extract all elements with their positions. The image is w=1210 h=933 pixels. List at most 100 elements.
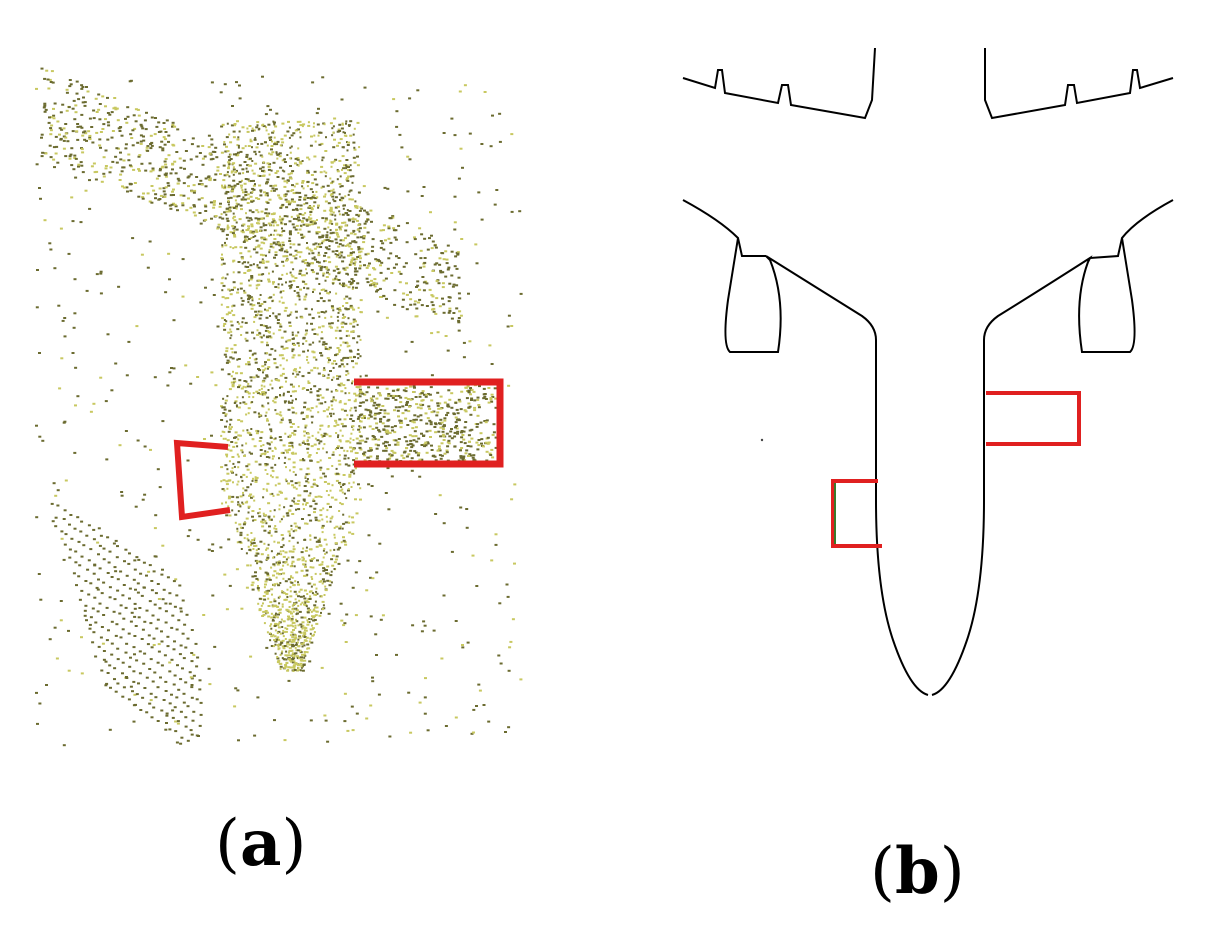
cloud-point — [393, 431, 397, 434]
cloud-point — [279, 665, 283, 668]
cloud-point — [272, 563, 276, 566]
cloud-point — [182, 701, 186, 704]
cloud-point — [261, 518, 265, 521]
cloud-point — [343, 492, 346, 495]
cloud-point — [466, 385, 470, 388]
cloud-point — [475, 441, 479, 444]
cloud-point — [173, 640, 176, 643]
cloud-point — [305, 272, 308, 275]
cloud-point — [308, 252, 311, 255]
cloud-point — [351, 425, 355, 428]
cloud-point — [287, 556, 290, 559]
cloud-point — [304, 475, 307, 478]
cloud-point — [369, 209, 373, 212]
cloud-point — [165, 119, 169, 122]
cloud-point — [324, 316, 327, 319]
cloud-point — [344, 237, 347, 240]
cloud-point — [298, 385, 300, 388]
cloud-point — [361, 401, 365, 404]
cloud-point — [142, 139, 146, 142]
cloud-point — [395, 255, 398, 258]
cloud-point — [354, 268, 357, 271]
cloud-point — [127, 562, 131, 565]
cloud-point — [340, 185, 344, 188]
cloud-point — [204, 185, 208, 188]
cloud-point — [510, 210, 514, 213]
cloud-point — [430, 247, 434, 250]
cloud-point — [345, 613, 349, 616]
cloud-point — [257, 128, 260, 131]
cloud-point — [83, 104, 87, 107]
cloud-point — [234, 225, 237, 228]
cloud-point — [466, 445, 470, 447]
cloud-point — [286, 596, 289, 598]
cloud-point — [220, 480, 223, 483]
cloud-point — [281, 590, 284, 593]
cloud-point — [389, 217, 393, 220]
cloud-point — [352, 286, 355, 289]
cloud-point — [174, 205, 178, 208]
cloud-point — [327, 494, 330, 497]
cloud-point — [257, 222, 261, 225]
cloud-point — [76, 138, 80, 141]
cloud-point — [326, 579, 330, 582]
cloud-point — [454, 421, 458, 424]
cloud-point — [307, 361, 310, 364]
cloud-point — [266, 573, 269, 576]
cloud-point — [396, 409, 400, 412]
cloud-point — [353, 148, 357, 151]
cloud-point — [295, 642, 298, 644]
cloud-point — [352, 428, 355, 431]
cloud-point — [342, 313, 345, 316]
cloud-point — [441, 433, 445, 436]
cloud-point — [351, 220, 355, 223]
cloud-point — [129, 133, 133, 136]
cloud-point — [221, 430, 224, 433]
cloud-point — [321, 582, 324, 585]
cloud-point — [117, 285, 121, 288]
highlight-box-right — [354, 378, 504, 468]
cloud-point — [329, 520, 332, 523]
cloud-point — [266, 178, 270, 181]
cloud-point — [457, 398, 461, 401]
cloud-point — [288, 237, 291, 240]
cloud-point — [147, 634, 151, 637]
cloud-point — [256, 562, 259, 565]
cloud-point — [404, 409, 408, 412]
cloud-point — [346, 559, 350, 562]
cloud-point — [307, 124, 311, 127]
cloud-point — [312, 194, 316, 197]
cloud-point — [352, 133, 355, 136]
cloud-point — [259, 540, 263, 543]
cloud-point — [339, 502, 342, 504]
cloud-point — [232, 314, 236, 317]
cloud-point — [367, 483, 371, 486]
cloud-point — [510, 498, 514, 501]
cloud-point — [278, 413, 281, 416]
cloud-point — [465, 508, 469, 510]
cloud-point — [273, 362, 277, 365]
cloud-point — [192, 710, 196, 713]
cloud-point — [474, 243, 478, 246]
cloud-point — [412, 385, 416, 388]
cloud-point — [335, 278, 339, 281]
cloud-point — [276, 632, 279, 634]
cloud-point — [341, 123, 344, 126]
cloud-point — [245, 413, 248, 416]
cloud-point — [476, 396, 480, 399]
cloud-point — [158, 169, 162, 172]
cloud-point — [226, 207, 229, 210]
cloud-point — [325, 551, 328, 554]
cloud-point — [420, 233, 424, 236]
cloud-point — [432, 307, 436, 310]
cloud-point — [286, 255, 289, 258]
cloud-point — [287, 120, 290, 123]
cloud-point — [348, 210, 352, 212]
cloud-point — [249, 278, 253, 281]
cloud-point — [335, 292, 338, 295]
cloud-point — [342, 624, 346, 627]
cloud-point — [469, 445, 473, 448]
cloud-point — [394, 439, 398, 442]
cloud-point — [175, 594, 179, 597]
cloud-point — [279, 632, 282, 635]
